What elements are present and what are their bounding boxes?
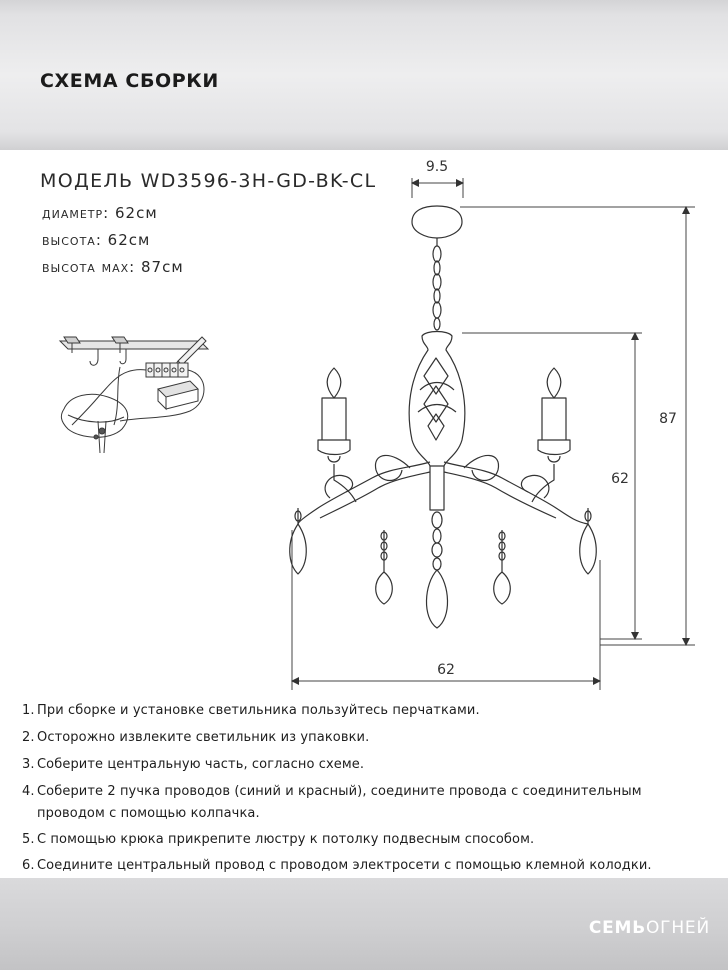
chandelier-drawing: 9.5 87 62 62 [289, 159, 695, 690]
spec-height-max-value: 87см [141, 258, 184, 276]
dim-diameter: 62 [437, 662, 455, 678]
instruction-item: 6.Соедините центральный провод с проводо… [22, 858, 652, 873]
spec-diameter: диаметр: 62см [42, 204, 158, 222]
page-title: СХЕМА СБОРКИ [40, 70, 219, 92]
instruction-item: 3.Соберите центральную часть, согласно с… [22, 757, 365, 772]
spec-diameter-label: диаметр: [42, 204, 110, 222]
dim-top-width: 9.5 [426, 159, 448, 175]
spec-height-value: 62см [107, 231, 151, 249]
spec-height-max: высота мах: 87см [42, 258, 184, 276]
footer-band: СЕМЬОГНЕЙ [0, 878, 728, 970]
spec-diameter-value: 62см [114, 204, 158, 222]
instruction-item: 1.При сборке и установке светильника пол… [22, 703, 480, 718]
instruction-item-continuation: проводом с помощью колпачка. [37, 806, 260, 821]
dimension-lines [291, 178, 695, 690]
instruction-item: 4.Соберите 2 пучка проводов (синий и кра… [22, 784, 642, 799]
header-band: СХЕМА СБОРКИ [0, 0, 728, 150]
spec-height-max-label: высота мах: [42, 258, 136, 276]
wiring-diagram-icon [58, 336, 210, 454]
spec-height-label: высота: [42, 231, 102, 249]
spec-height: высота: 62см [42, 231, 150, 249]
chandelier-outline-icon [289, 205, 597, 629]
instruction-item: 5.С помощью крюка прикрепите люстру к по… [22, 832, 535, 847]
brand-logo-light: ОГНЕЙ [646, 918, 710, 938]
model-name: МОДЕЛЬ WD3596-3H-GD-BK-CL [40, 170, 377, 192]
dim-body-height: 62 [611, 471, 629, 487]
dim-total-height: 87 [659, 411, 677, 427]
brand-logo-bold: СЕМЬ [588, 918, 646, 938]
brand-logo: СЕМЬОГНЕЙ [589, 918, 710, 938]
instruction-item: 2.Осторожно извлеките светильник из упак… [22, 730, 370, 745]
